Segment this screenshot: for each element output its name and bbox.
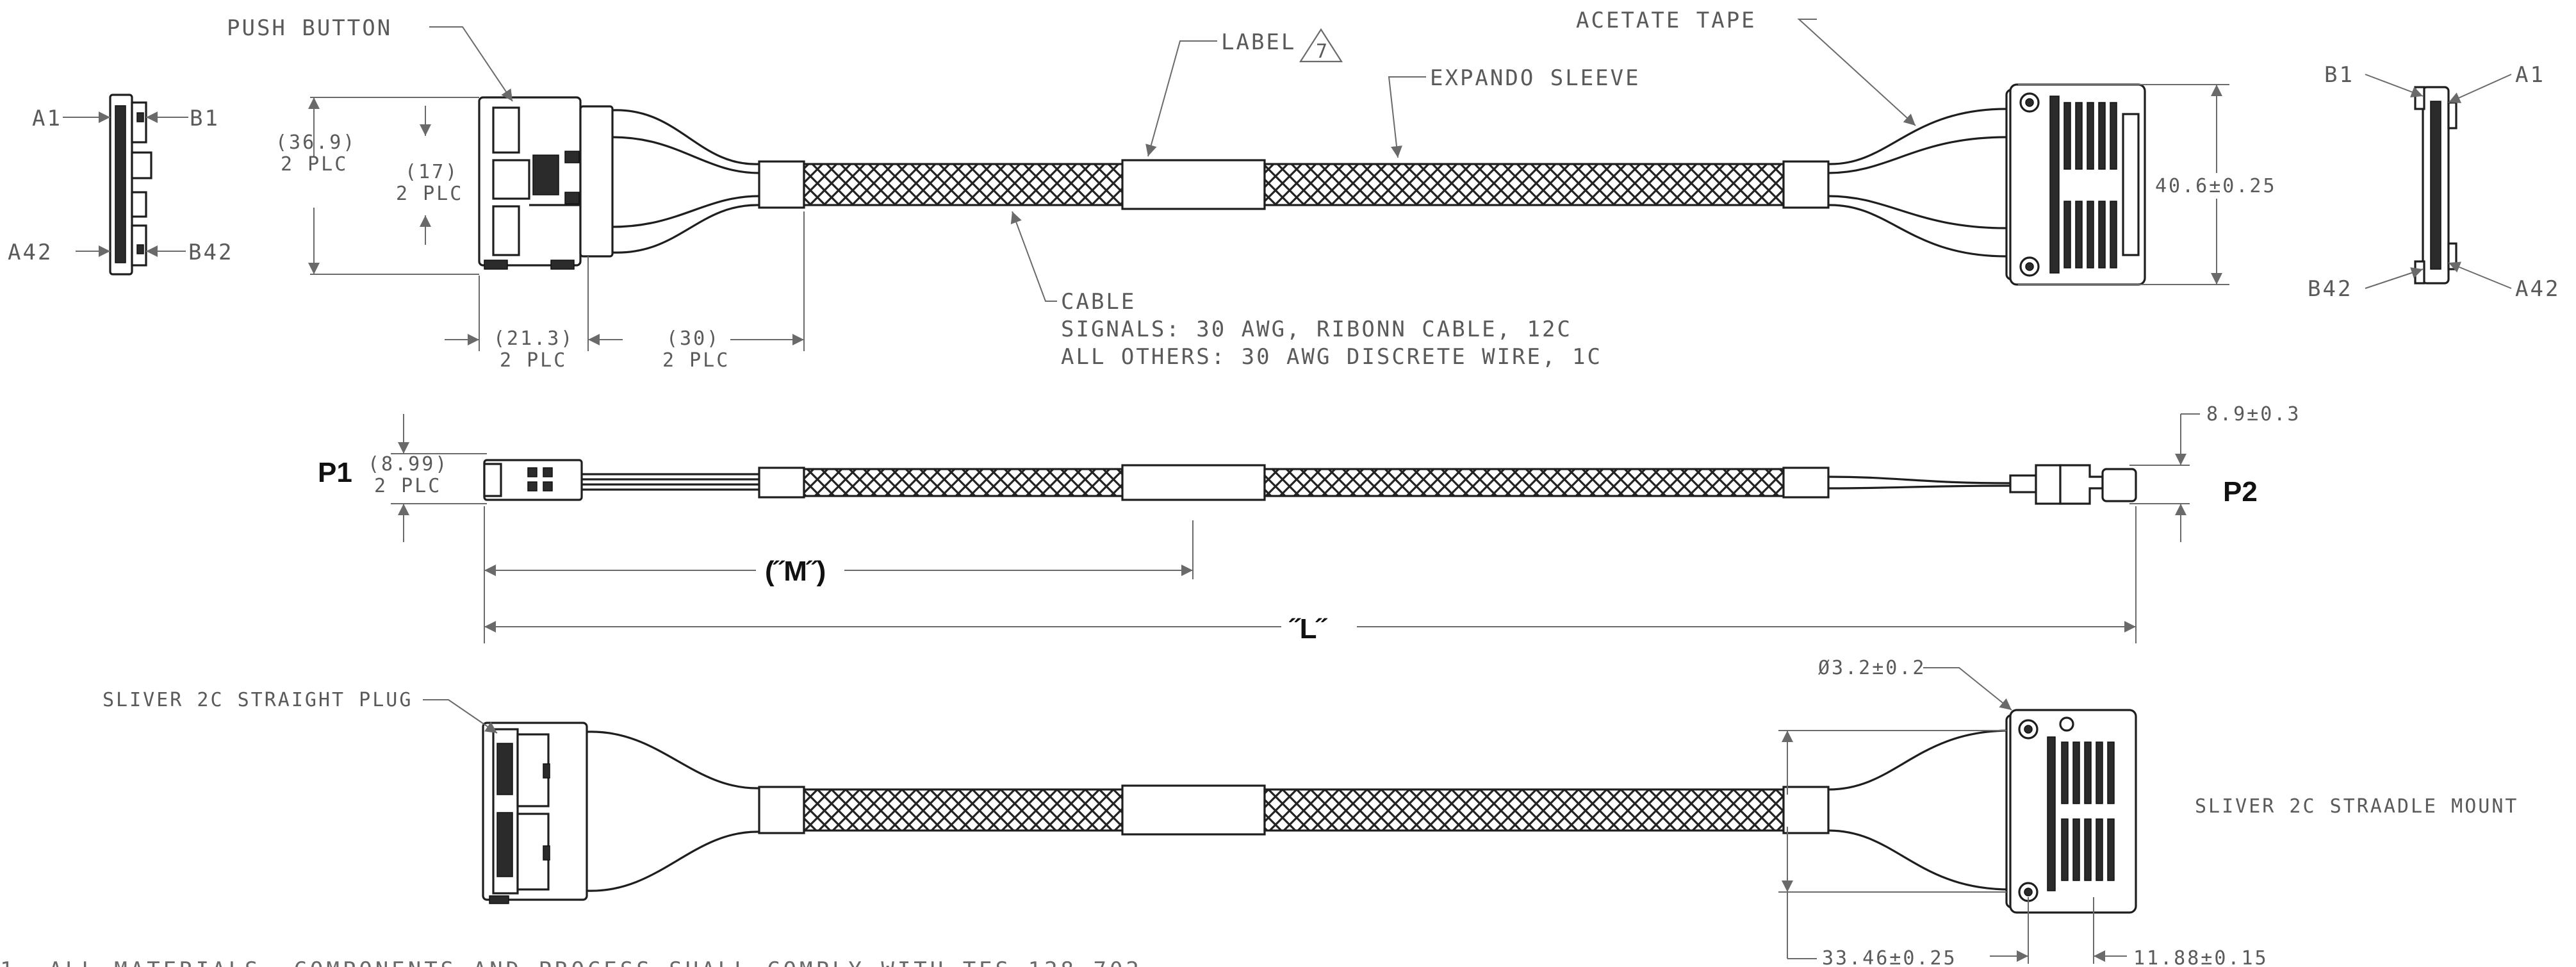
cable-label: CABLE <box>1061 289 1136 315</box>
middle-dimensions: P1 P2 (8.99) 2 PLC 8.9±0.3 (˝M˝) ˝L˝ <box>318 403 2301 645</box>
top-assembly <box>478 83 2146 286</box>
expando-sleeve-top <box>803 163 1144 206</box>
left-end-view <box>109 94 152 276</box>
label-callout: LABEL <box>1221 29 1296 55</box>
dim-11-88: 11.88±0.15 <box>2133 947 2268 967</box>
dim-21-3-plc: 2 PLC <box>500 349 567 372</box>
p2-plug-side <box>2009 474 2037 493</box>
straight-plug <box>482 722 588 904</box>
cable-signals-text: SIGNALS: 30 AWG, RIBONN CABLE, 12C <box>1061 317 1572 342</box>
cable-others-text: ALL OTHERS: 30 AWG DISCRETE WIRE, 1C <box>1061 344 1602 370</box>
label-band-middle <box>1121 464 1266 501</box>
bottom-assembly <box>482 709 2137 914</box>
right-pin-label-a1: A1 <box>2515 62 2545 88</box>
right-pin-label-b42: B42 <box>2308 276 2352 302</box>
dim-40-6: 40.6±0.25 <box>2155 175 2277 197</box>
top-right-connector <box>2005 83 2146 286</box>
sliver-straddle-label: SLIVER 2C STRAADLE MOUNT <box>2195 795 2518 818</box>
plug-p2-label: P2 <box>2223 476 2258 508</box>
push-button-label: PUSH BUTTON <box>227 15 392 41</box>
dim-m: (˝M˝) <box>765 556 826 587</box>
dim-17-plc: 2 PLC <box>396 183 463 205</box>
dim-l: ˝L˝ <box>1289 613 1328 645</box>
pin-label-a1: A1 <box>32 106 62 131</box>
right-pin-label-a42: A42 <box>2515 276 2560 302</box>
right-pin-label-b1: B1 <box>2324 62 2354 88</box>
dim-21-3: (21.3) <box>493 327 574 350</box>
middle-assembly <box>483 459 2137 505</box>
dim-8-99: (8.99) <box>368 453 448 475</box>
bottom-dimensions: SLIVER 2C STRAIGHT PLUG SLIVER 2C STRAAD… <box>103 657 2518 967</box>
dim-8-99-plc: 2 PLC <box>374 475 441 497</box>
dim-36-9: (36.9) <box>275 131 356 154</box>
acetate-tape-label: ACETATE TAPE <box>1576 8 1757 33</box>
pin-label-b1: B1 <box>190 106 220 131</box>
dim-diameter: Ø3.2±0.2 <box>1818 657 1926 679</box>
straddle-mount-connector <box>2005 709 2137 914</box>
pin-label-b42: B42 <box>188 240 233 265</box>
expando-sleeve-label: EXPANDO SLEEVE <box>1430 65 1641 91</box>
right-end-view <box>2414 86 2457 285</box>
dim-36-9-plc: 2 PLC <box>281 153 348 176</box>
label-band-top <box>1121 159 1266 210</box>
dim-30: (30) <box>666 327 720 350</box>
dim-30-plc: 2 PLC <box>662 349 730 372</box>
plug-p1-label: P1 <box>318 457 352 488</box>
top-right-connector-contacts <box>2063 102 2117 269</box>
dim-8-9: 8.9±0.3 <box>2206 403 2301 426</box>
top-callouts: 7 PUSH BUTTON LABEL EXPANDO SLEEVE ACETA… <box>227 8 1916 370</box>
expando-sleeve-middle <box>803 468 1144 497</box>
pin-label-a42: A42 <box>8 240 53 265</box>
dim-17: (17) <box>405 161 459 183</box>
dim-33-46: 33.46±0.25 <box>1822 947 1957 967</box>
sliver-straight-label: SLIVER 2C STRAIGHT PLUG <box>103 689 413 711</box>
label-note-number: 7 <box>1316 40 1329 63</box>
expando-sleeve-bottom <box>803 788 1144 832</box>
top-left-connector <box>478 96 614 270</box>
right-pin-labels: B1 A1 B42 A42 <box>2308 62 2560 302</box>
top-dimensions: (36.9) 2 PLC (17) 2 PLC (21.3) 2 PLC (30… <box>275 84 2277 372</box>
left-pin-labels: A1 B1 A42 B42 <box>8 106 233 265</box>
straddle-contacts <box>2061 741 2115 881</box>
label-band-bottom <box>1121 784 1266 836</box>
general-note: 1. ALL MATERIALS, COMPONENTS AND PROCESS… <box>0 957 1142 967</box>
